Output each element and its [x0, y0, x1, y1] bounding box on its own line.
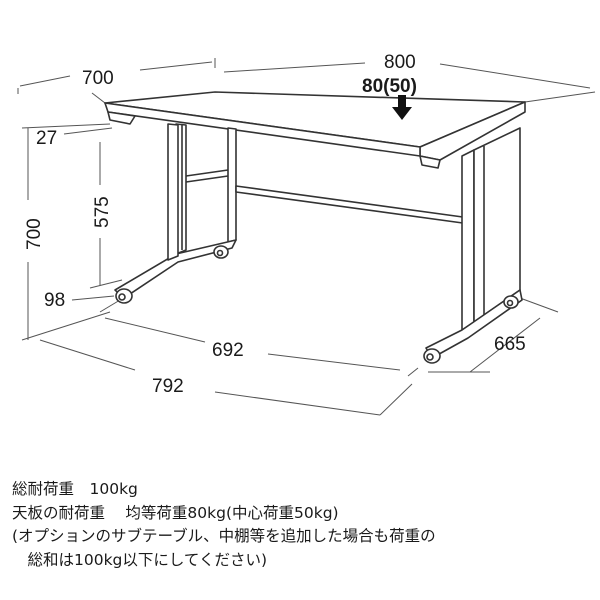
crossbar [235, 185, 471, 225]
casters [115, 245, 519, 364]
desk-dimension-diagram: 700 800 80(50) 27 700 575 98 692 792 665 [17, 52, 596, 416]
spec-note-line1: (オプションのサブテーブル、中棚等を追加した場合も荷重の [12, 527, 436, 545]
dimension-lines [17, 58, 596, 416]
label-base-depth: 665 [494, 334, 526, 355]
spec-total-load: 総耐荷重 100kg [12, 480, 138, 498]
leg-front-left [167, 123, 179, 261]
label-leg-clearance: 575 [92, 196, 113, 228]
load-arrow-icon [392, 95, 412, 120]
label-top-thickness: 27 [36, 128, 57, 149]
label-width: 800 [384, 52, 416, 73]
label-load-center: 80(50) [362, 76, 417, 97]
spec-notes: 総耐荷重 100kg 天板の耐荷重 均等荷重80kg(中心荷重50kg) (オプ… [12, 478, 592, 572]
leg-front-right [461, 149, 475, 331]
label-inner-width: 692 [212, 340, 244, 361]
label-height: 700 [24, 218, 45, 250]
label-base-width: 792 [152, 376, 184, 397]
spec-note-line2: 総和は100kg以下にしてください) [12, 550, 268, 569]
label-caster-height: 98 [44, 290, 65, 311]
desk-illustration [104, 91, 526, 359]
label-depth: 700 [82, 68, 114, 89]
spec-top-load: 天板の耐荷重 均等荷重80kg(中心荷重50kg) [12, 503, 339, 522]
